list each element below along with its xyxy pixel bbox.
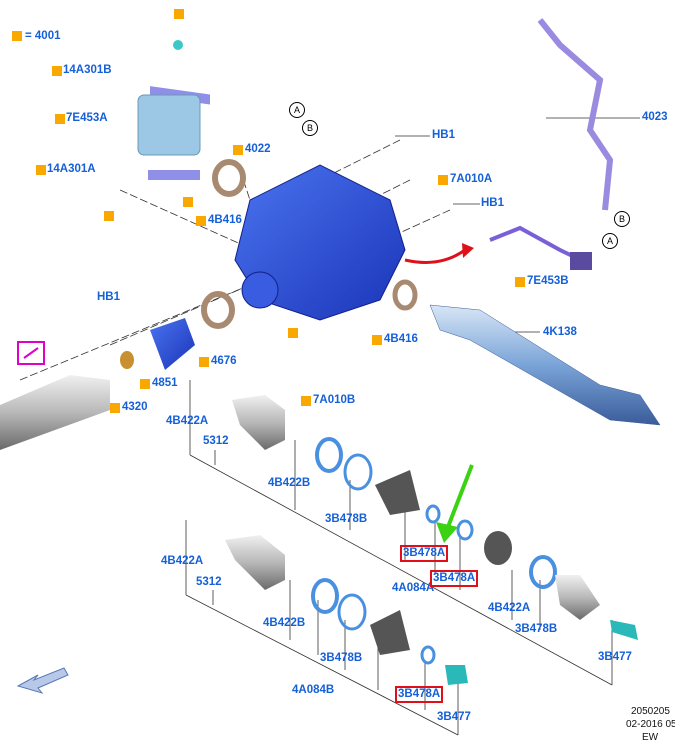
label-4k138[interactable]: 4K138 <box>543 326 577 338</box>
label-7a010a[interactable]: 7A010A <box>450 173 493 185</box>
label-7e453b[interactable]: 7E453B <box>527 275 569 287</box>
marker-square <box>515 277 525 287</box>
label-4b422b[interactable]: 4B422B <box>263 617 306 629</box>
marker-square <box>174 9 184 19</box>
label-4022[interactable]: 4022 <box>245 143 271 155</box>
marker-square <box>183 197 193 207</box>
label-4b422b[interactable]: 4B422B <box>268 477 311 489</box>
label-4320[interactable]: 4320 <box>122 401 148 413</box>
seal-4b416-right <box>392 279 418 311</box>
marker-square <box>12 31 22 41</box>
label-4023[interactable]: 4023 <box>642 111 668 123</box>
cv-joint-kit-lower <box>225 535 468 685</box>
marker-square <box>196 216 206 226</box>
label-4a084b[interactable]: 4A084B <box>292 684 335 696</box>
connector-7e453b <box>570 252 592 270</box>
label-3b477[interactable]: 3B477 <box>598 651 632 663</box>
marker-square <box>110 403 120 413</box>
marker-square <box>301 396 311 406</box>
marker-square <box>233 145 243 155</box>
label-4b422a[interactable]: 4B422A <box>161 555 204 567</box>
label-4676[interactable]: 4676 <box>211 355 237 367</box>
label-4b416-right[interactable]: 4B416 <box>384 333 418 345</box>
halfshaft-4k138 <box>429 304 661 426</box>
label-4851[interactable]: 4851 <box>152 377 178 389</box>
label-3b477[interactable]: 3B477 <box>437 711 471 723</box>
marker-square <box>36 165 46 175</box>
drive-unit <box>234 164 406 321</box>
callout-a: A <box>289 102 305 118</box>
seal-4676 <box>201 291 235 329</box>
harness-4023 <box>537 18 614 211</box>
callout-b-harness: B <box>614 211 630 227</box>
label-4b416-top[interactable]: 4B416 <box>208 214 242 226</box>
seal-4b416-top <box>212 159 246 197</box>
callout-a-harness: A <box>602 233 618 249</box>
label-7a010b[interactable]: 7A010B <box>313 394 356 406</box>
label-14a301a[interactable]: 14A301A <box>47 163 96 175</box>
marker-square <box>199 357 209 367</box>
label-4b422a[interactable]: 4B422A <box>166 415 209 427</box>
label-3b478a-highlighted[interactable]: 3B478A <box>395 686 444 703</box>
footer-date: 02-2016 05 <box>626 719 675 730</box>
label-3b478a-highlighted[interactable]: 3B478A <box>430 570 479 587</box>
label-3b478a-highlighted[interactable]: 3B478A <box>400 545 449 562</box>
label-7e453a[interactable]: 7E453A <box>66 112 108 124</box>
label-hb1-b[interactable]: HB1 <box>481 197 505 209</box>
marker-square <box>372 335 382 345</box>
footer-code: EW <box>642 732 659 743</box>
label-14a301b[interactable]: 14A301B <box>63 64 112 76</box>
label-4b422a[interactable]: 4B422A <box>488 602 531 614</box>
label-3b478b[interactable]: 3B478B <box>515 623 558 635</box>
label-hb1-c[interactable]: HB1 <box>97 291 121 303</box>
label-5312[interactable]: 5312 <box>196 576 222 588</box>
label-3b478b[interactable]: 3B478B <box>325 513 368 525</box>
marker-square <box>438 175 448 185</box>
flange-4851 <box>150 318 195 370</box>
marker-square <box>55 114 65 124</box>
module-bracket-assembly <box>137 40 210 180</box>
cv-joint-kit-upper <box>232 395 638 640</box>
direction-arrow-icon <box>16 667 69 694</box>
marker-square <box>140 379 150 389</box>
marker-square <box>288 328 298 338</box>
propshaft <box>0 375 110 450</box>
reference-icon <box>17 341 45 365</box>
red-arrow <box>404 248 466 264</box>
label-4a084a[interactable]: 4A084A <box>392 582 435 594</box>
label-5312[interactable]: 5312 <box>203 435 229 447</box>
marker-square <box>104 211 114 221</box>
green-arrow <box>444 464 474 533</box>
callout-b: B <box>302 120 318 136</box>
label-hb1-a[interactable]: HB1 <box>432 129 456 141</box>
nut-4320 <box>120 351 134 369</box>
label-3b478b[interactable]: 3B478B <box>320 652 363 664</box>
legend-text: = 4001 <box>25 30 61 42</box>
footer-id: 2050205 <box>631 706 670 717</box>
marker-square <box>52 66 62 76</box>
